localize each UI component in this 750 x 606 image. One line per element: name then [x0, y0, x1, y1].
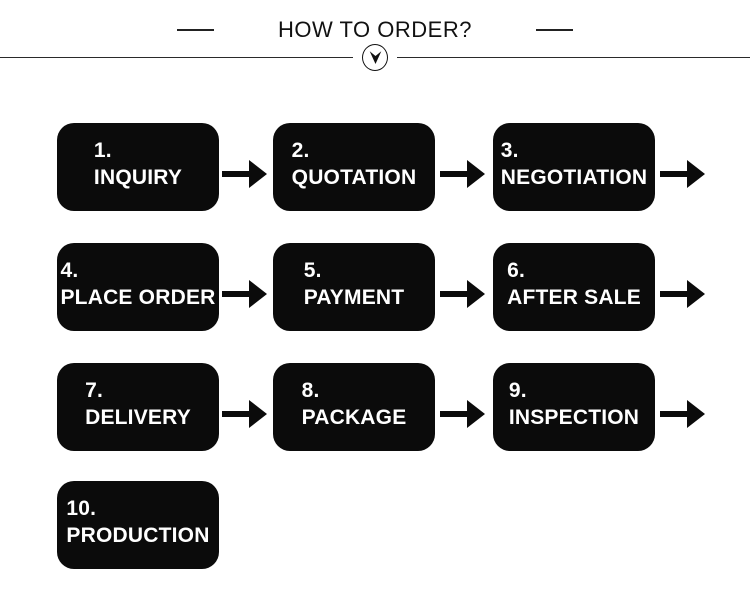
- step-text: 10. PRODUCTION: [66, 495, 209, 549]
- right-arrow-icon: [660, 160, 705, 188]
- step-number: 2.: [291, 138, 310, 162]
- step-number: 10.: [66, 496, 97, 520]
- step-text: 2. QUOTATION: [292, 137, 417, 191]
- right-arrow-icon: [660, 400, 705, 428]
- step-label: AFTER SALE: [507, 285, 641, 309]
- step-number: 5.: [303, 258, 322, 282]
- right-arrow-icon: [222, 280, 267, 308]
- step-box-negotiation: 3. NEGOTIATION: [493, 123, 655, 211]
- right-dash: [535, 29, 573, 31]
- step-label: PRODUCTION: [66, 523, 210, 547]
- step-number: 9.: [508, 378, 527, 402]
- step-label: DELIVERY: [85, 405, 191, 429]
- step-box-production: 10. PRODUCTION: [57, 481, 219, 569]
- step-box-place-order: 4. PLACE ORDER: [57, 243, 219, 331]
- step-number: 7.: [85, 378, 103, 402]
- step-text: 7. DELIVERY: [85, 377, 191, 431]
- page-title: HOW TO ORDER?: [278, 17, 472, 42]
- left-dash: [177, 29, 215, 31]
- step-number: 6.: [507, 258, 525, 282]
- right-arrow-icon: [440, 400, 485, 428]
- right-arrow-icon: [660, 280, 705, 308]
- step-label: PACKAGE: [301, 405, 407, 429]
- step-label: PLACE ORDER: [60, 285, 216, 309]
- step-box-inspection: 9. INSPECTION: [493, 363, 655, 451]
- step-box-inquiry: 1. INQUIRY: [57, 123, 219, 211]
- step-box-delivery: 7. DELIVERY: [57, 363, 219, 451]
- step-box-after-sale: 6. AFTER SALE: [493, 243, 655, 331]
- right-arrow-icon: [222, 400, 267, 428]
- step-text: 1. INQUIRY: [94, 137, 182, 191]
- right-arrow-icon: [222, 160, 267, 188]
- step-text: 6. AFTER SALE: [507, 257, 641, 311]
- step-box-payment: 5. PAYMENT: [273, 243, 435, 331]
- step-number: 8.: [301, 378, 320, 402]
- step-text: 9. INSPECTION: [509, 377, 639, 431]
- divider-icon-wrap: [353, 44, 397, 71]
- step-box-package: 8. PACKAGE: [273, 363, 435, 451]
- step-number: 3.: [500, 138, 519, 162]
- step-text: 8. PACKAGE: [302, 377, 407, 431]
- down-arrow-icon: [369, 51, 381, 64]
- section-title-row: HOW TO ORDER?: [0, 12, 750, 48]
- step-label: INSPECTION: [508, 405, 640, 429]
- step-text: 5. PAYMENT: [304, 257, 405, 311]
- right-arrow-icon: [440, 160, 485, 188]
- step-label: INQUIRY: [93, 165, 183, 189]
- step-label: PAYMENT: [303, 285, 405, 309]
- step-number: 4.: [60, 258, 79, 282]
- step-text: 3. NEGOTIATION: [501, 137, 647, 191]
- step-text: 4. PLACE ORDER: [60, 257, 215, 311]
- step-number: 1.: [93, 138, 112, 162]
- right-arrow-icon: [440, 280, 485, 308]
- step-label: NEGOTIATION: [500, 165, 648, 189]
- step-box-quotation: 2. QUOTATION: [273, 123, 435, 211]
- down-arrow-circle-icon: [362, 44, 388, 71]
- step-label: QUOTATION: [291, 165, 417, 189]
